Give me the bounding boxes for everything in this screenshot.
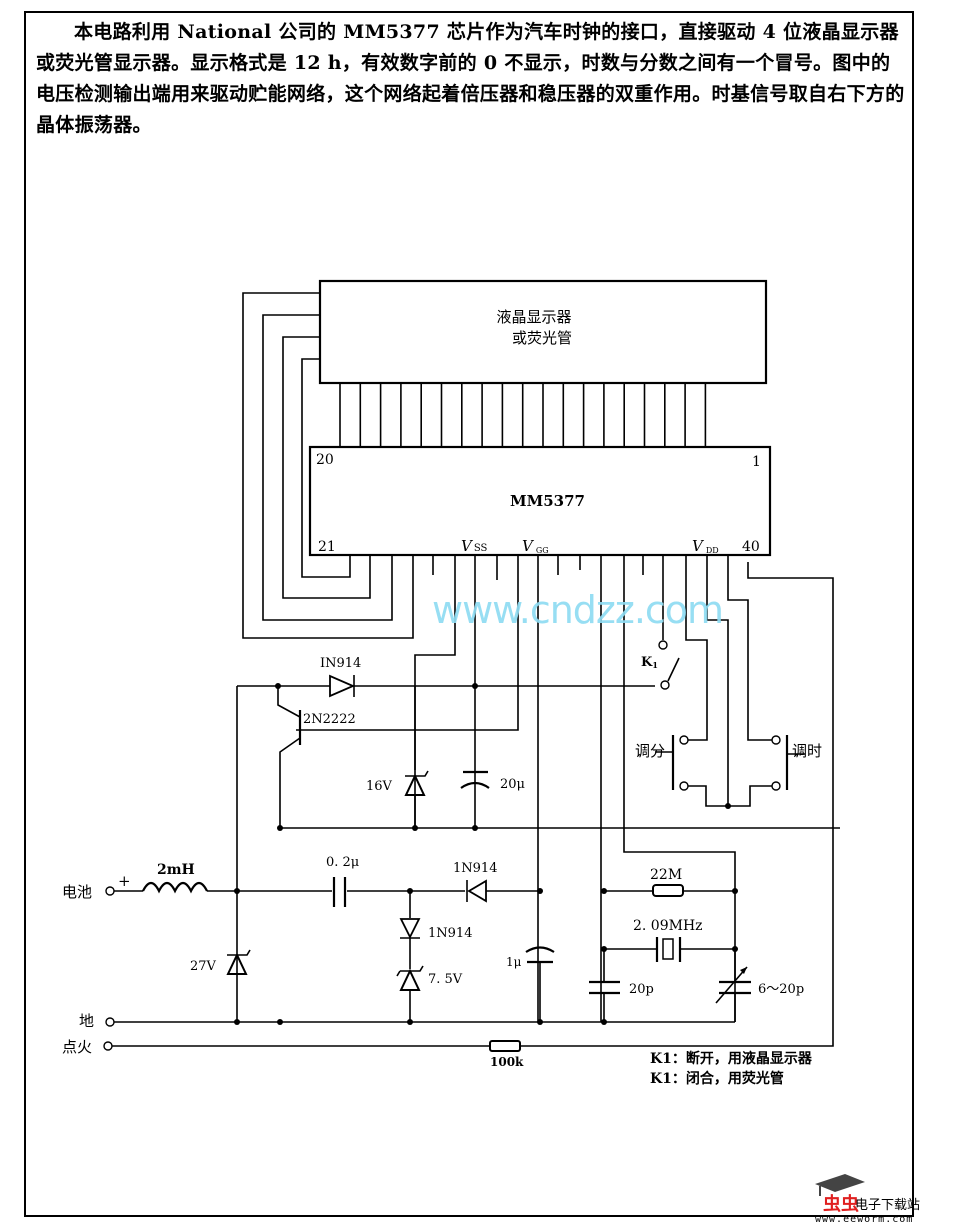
intro-paragraph: 本电路利用 National 公司的 MM5377 芯片作为汽车时钟的接口，直接… (36, 17, 906, 141)
label-ignition: 点火 (62, 1038, 92, 1056)
label-diode-vert: 1N914 (428, 926, 472, 941)
label-trimmer: 6～20p (758, 982, 804, 997)
note-k1-closed: K1：闭合，用荧光管 (650, 1070, 784, 1087)
label-plus: + (118, 872, 131, 890)
label-cap-20u: 20μ (500, 777, 525, 792)
power-input-section: 电池 + 2mH 0. 2μ 1N914 1N914 7. 5V 27V 1μ (62, 855, 735, 1069)
logo-url: www.eeworm.com (815, 1214, 914, 1225)
chip-name: MM5377 (510, 492, 585, 510)
oscillator-section: 22M 2. 09MHz 20p 6～20p (589, 867, 804, 1022)
label-crystal: 2. 09MHz (633, 918, 703, 934)
label-ground: 地 (79, 1012, 94, 1030)
display-block: 液晶显示器 或荧光管 (318, 279, 768, 385)
left-loop-wires (242, 292, 414, 639)
site-logo: 虫虫 电子下载站 www.eeworm.com (805, 1170, 955, 1230)
label-res-100k: 100k (490, 1055, 524, 1069)
display-label-line1: 液晶显示器 (496, 308, 571, 326)
ignition-terminal[interactable] (103, 1041, 113, 1051)
label-inductor: 2mH (157, 862, 195, 878)
intro-text: 本电路利用 National 公司的 MM5377 芯片作为汽车时钟的接口，直接… (36, 21, 905, 136)
chip-pin-40: 40 (742, 539, 760, 555)
label-k1: K1 (641, 655, 658, 670)
label-diode-top: IN914 (320, 656, 361, 671)
watermark: www.cndzz.com (432, 588, 724, 632)
battery-terminal[interactable] (105, 886, 115, 896)
logo-bug-text: 虫虫 (823, 1194, 859, 1215)
chip-pin-20: 20 (316, 452, 334, 468)
page-frame (24, 11, 914, 1217)
switch-k1[interactable]: K1 (641, 640, 680, 690)
note-k1-open: K1：断开，用液晶显示器 (650, 1050, 813, 1067)
button-minute-adjust[interactable]: 调分 (635, 735, 728, 807)
label-btn-hour: 调时 (792, 742, 822, 760)
label-transistor: 2N2222 (303, 712, 356, 727)
display-chip-bus (339, 383, 707, 447)
chip-bottom-pins (296, 555, 834, 1047)
logo-name: 电子下载站 (855, 1198, 921, 1213)
button-hour-adjust[interactable]: 调时 (728, 735, 822, 807)
display-label-line2: 或荧光管 (512, 329, 572, 347)
regulator-section: IN914 2N2222 16V 20μ (236, 656, 840, 1022)
label-btn-minute: 调分 (635, 742, 665, 760)
label-zener-75: 7. 5V (428, 972, 463, 987)
chip-pin-1: 1 (752, 454, 761, 470)
label-zener-27: 27V (190, 959, 217, 974)
ground-terminal[interactable] (105, 1017, 115, 1027)
notes: K1：断开，用液晶显示器 K1：闭合，用荧光管 (650, 1050, 813, 1087)
label-cap-1u: 1μ (506, 955, 522, 969)
label-cap-20p: 20p (629, 982, 654, 997)
label-battery: 电池 (62, 883, 92, 901)
label-diode-mid: 1N914 (453, 861, 497, 876)
chip-pin-21: 21 (318, 539, 336, 555)
graduation-cap-icon (815, 1174, 865, 1196)
label-res-22m: 22M (650, 867, 682, 883)
label-zener-16: 16V (366, 779, 393, 794)
label-cap-02u: 0. 2μ (326, 855, 359, 870)
